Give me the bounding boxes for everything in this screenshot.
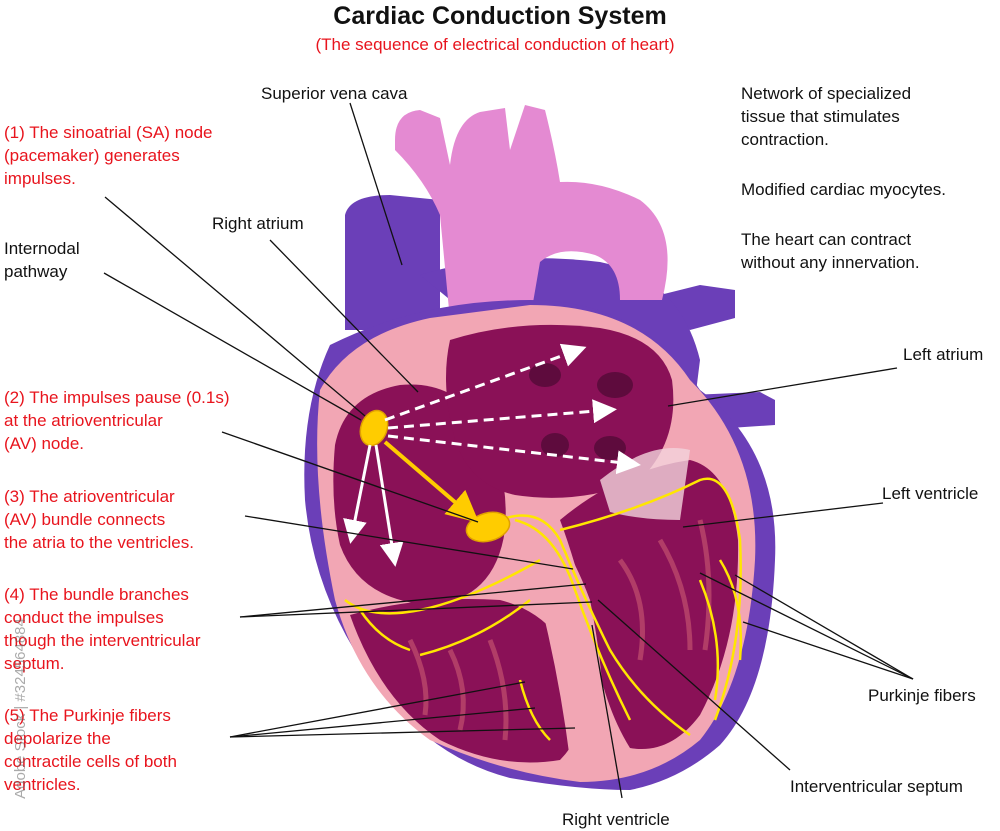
note-network: Network of specialized tissue that stimu… xyxy=(741,84,912,149)
diagram-subtitle: (The sequence of electrical conduction o… xyxy=(315,35,675,54)
step-3-av-bundle: (3) The atrioventricular (AV) bundle con… xyxy=(4,487,194,552)
step-2-av-node: (2) The impulses pause (0.1s) at the atr… xyxy=(4,388,230,453)
label-interventricular-septum: Interventricular septum xyxy=(790,777,963,796)
leader-lines xyxy=(103,102,914,799)
step-1-sa-node: (1) The sinoatrial (SA) node (pacemaker)… xyxy=(4,123,213,188)
right-ventricle-chamber xyxy=(350,599,583,763)
purkinje-fibers xyxy=(344,477,743,741)
aorta xyxy=(395,105,668,320)
label-purkinje-fibers: Purkinje fibers xyxy=(868,686,976,705)
left-ventricle-chamber xyxy=(560,460,739,750)
label-right-atrium: Right atrium xyxy=(212,214,304,233)
label-left-ventricle: Left ventricle xyxy=(882,484,979,503)
interventricular-septum-wall xyxy=(500,510,604,760)
note-contract-without-innervation: The heart can contract without any inner… xyxy=(741,230,920,272)
label-right-ventricle: Right ventricle xyxy=(562,810,670,829)
step-5-purkinje: (5) The Purkinje fibers depolarize the c… xyxy=(4,706,177,794)
label-internodal-pathway: Internodal pathway xyxy=(4,239,80,281)
label-left-atrium: Left atrium xyxy=(903,345,984,364)
note-modified-myocytes: Modified cardiac myocytes. xyxy=(741,180,947,199)
stock-watermark: Adobe Stock | #324564884 xyxy=(11,618,29,799)
step-4-bundle-branches: (4) The bundle branches conduct the impu… xyxy=(4,585,201,673)
sa-node xyxy=(359,409,389,447)
impulse-arrow-yellow xyxy=(383,440,480,523)
label-superior-vena-cava: Superior vena cava xyxy=(261,84,408,103)
trabeculae xyxy=(407,519,712,741)
diagram-title: Cardiac Conduction System xyxy=(333,2,667,30)
